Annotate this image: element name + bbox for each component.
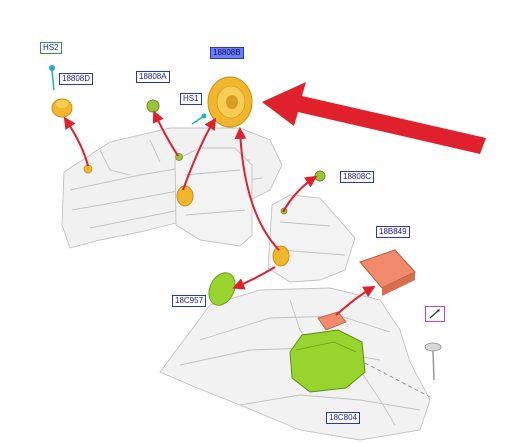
anchor-bolt[interactable] [424,342,442,381]
speaker-18808b[interactable] [207,76,253,128]
callout-18808c[interactable]: 18808C [340,171,375,183]
tweeter-front-left[interactable] [51,98,73,118]
callout-18c804[interactable]: 18C804 [326,412,361,424]
pencil-glyph [429,309,440,319]
callout-18808a[interactable]: 18808A [136,71,170,83]
callout-18808b[interactable]: 18808B [210,47,244,59]
door-panel-outline [174,147,253,247]
callout-18808d[interactable]: 18808D [59,73,94,85]
door-speaker-front[interactable] [176,185,194,207]
door-speaker-rear[interactable] [272,245,290,267]
callout-hs1[interactable]: HS1 [180,93,202,105]
rear-door-outline [267,194,356,283]
tweeter-18808c[interactable] [314,170,326,182]
pencil-diagonal-icon[interactable] [425,306,445,322]
callout-18c957[interactable]: 18C957 [172,295,207,307]
assembly-arrows [63,110,376,316]
amplifier-18b849[interactable] [359,249,416,296]
big-red-arrow-icon [262,82,486,154]
tweeter-18808a[interactable] [146,99,160,113]
module-small[interactable] [317,311,347,331]
screw-hs2[interactable] [49,65,55,91]
callout-18b849[interactable]: 18B849 [376,226,410,238]
grille-18c957[interactable] [204,269,240,310]
callout-hs2[interactable]: HS2 [40,42,62,54]
screw-hs1[interactable] [191,113,207,125]
subwoofer-18c804[interactable] [289,329,366,393]
